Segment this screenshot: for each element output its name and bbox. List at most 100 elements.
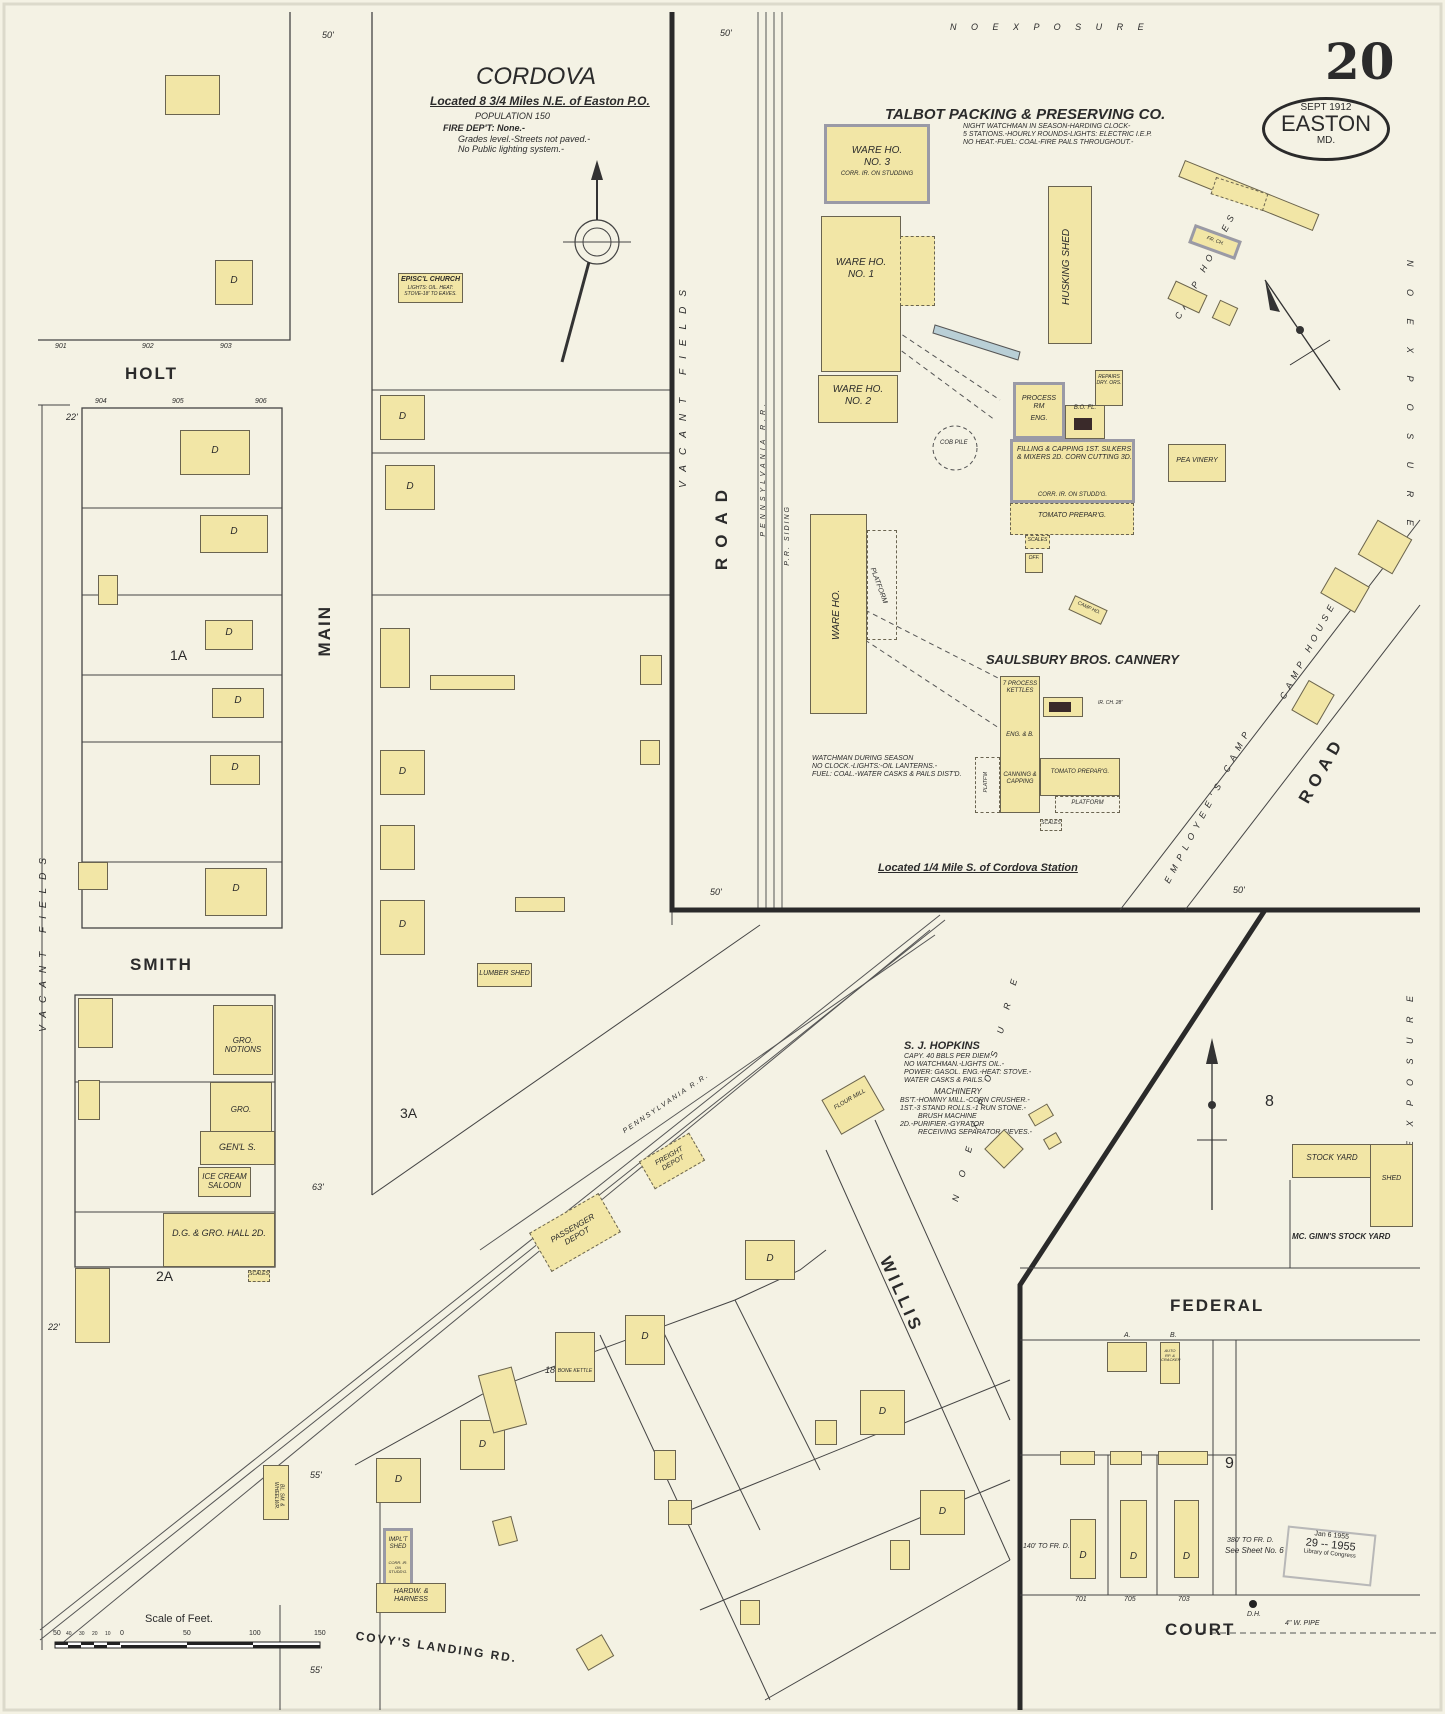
dwelling-705: D [1120,1500,1147,1578]
north-arrow-upper [1264,279,1341,391]
dwelling-1510: D [210,755,260,785]
mcginns-stock-yard: MC. GINN'S STOCK YARD [1292,1232,1391,1241]
scale-tick-10: 10 [105,1631,111,1637]
shed-1503 [78,1080,100,1120]
vacant-fields-mid: VACANT FIELDS [678,280,689,488]
sheet-state: MD. [1316,135,1336,146]
compass-rose [560,160,631,363]
cordova-fire-dept: FIRE DEP'T: None.- [443,123,525,133]
sheet-date: SEPT 1912 [1300,102,1352,113]
filling-capping-building: FILLING & CAPPING 1ST. SILKERS & MIXERS … [1010,439,1135,503]
scale-tick-0: 0 [120,1630,124,1637]
addr-901: 901 [55,343,67,350]
repairs-building: REPAIRS DRY. ORS. [1095,370,1123,406]
shed-south-2 [654,1450,676,1480]
shed-1509 [78,862,108,890]
hopkins-first: 1ST.-3 STAND ROLLS.-1 RUN STONE.- [900,1105,1026,1112]
block-8: 8 [1265,1093,1274,1110]
hopkins-second: 2D.-PURIFIER.-GYRATOR [900,1121,985,1128]
shed-south-7 [740,1600,760,1625]
dwelling-209: D [920,1490,965,1535]
pea-vinery: PEA VINERY [1168,444,1226,482]
tomato-preparing-talbot: TOMATO PREPAR'G. [1010,503,1134,535]
vacant-fields-left: VACANT FIELDS [38,850,49,1032]
north-arrow-lower [1197,1038,1227,1210]
dwelling-113: D [745,1240,795,1280]
hopkins-watch: NO WATCHMAN.-LIGHTS OIL.- [904,1061,1005,1068]
no-exposure-right-upper: N O E X P O S U R E [1405,260,1415,536]
dwelling-1513: D [200,515,268,553]
saulsbury-note-3: FUEL: COAL.-WATER CASKS & PAILS DIST'D. [812,771,962,778]
stock-yard: STOCK YARD [1292,1144,1372,1178]
fr-d-right: 380' TO FR. D. [1227,1537,1274,1544]
dg-gro-hall: D.G. & GRO. HALL 2D. [163,1213,275,1267]
saulsbury-chimney: IR. CH. 28' [1098,700,1123,706]
scale-tick-50-left: 50 [53,1630,61,1637]
dwelling-1531: D [385,465,435,510]
dwelling-1508: D [205,868,267,916]
shed-1506 [78,998,113,1048]
boiler-room: B.O. FL. [1065,405,1105,439]
town-oval: SEPT 1912 EASTON MD. [1262,97,1390,161]
dwelling-1512: D [205,620,253,650]
stock-yard-shed: SHED [1370,1144,1413,1227]
block-9: 9 [1225,1455,1234,1472]
ice-cream-saloon: ICE CREAM SALOON [198,1167,251,1197]
warehouse-no-2: WARE HO. NO. 2 [818,375,898,423]
talbot-note-3: NO HEAT.-FUEL: COAL-FIRE PAILS THROUGHOU… [963,139,1134,146]
width-50-b: 50' [720,28,732,38]
width-50-a: 50' [322,30,334,40]
street-federal: FEDERAL [1170,1296,1265,1315]
saulsbury-platform: PLATFORM [1055,796,1120,813]
talbot-scales: SCALES [1025,535,1050,549]
saulsbury-note-1: WATCHMAN DURING SEASON [812,755,914,762]
dwelling-1527: D [380,750,425,795]
shed-1513 [98,575,118,605]
warehouse-no-1-annex [900,236,935,306]
label-a: A. [1124,1332,1131,1339]
see-sheet: See Sheet No. 6 [1225,1546,1284,1555]
dwelling-103: D [376,1458,421,1503]
shed-main-1 [430,675,515,690]
sheet-number: 20 [1325,32,1395,91]
width-55-b: 55' [310,1665,322,1675]
scale-bar [54,1641,321,1649]
width-22-a: 22' [66,412,78,422]
cordova-population: POPULATION 150 [475,111,550,121]
talbot-name: TALBOT PACKING & PRESERVING CO. [885,106,1166,123]
hopkins-bst: BS'T.-HOMINY MILL.-CORN CRUSHER.- [900,1097,1030,1104]
dwelling-109: D [625,1315,665,1365]
lumber-shed: LUMBER SHED [477,963,532,987]
store-gro: GRO. [210,1082,272,1137]
scale-title: Scale of Feet. [145,1613,213,1625]
width-18: 18' [545,1365,557,1375]
street-court: COURT [1165,1620,1236,1639]
addr-705: 705 [1124,1596,1136,1603]
saulsbury-tomato-preparing: TOMATO PREPAR'G. [1040,758,1120,796]
talbot-note-2: 5 STATIONS.-HOURLY ROUNDS-LIGHTS: ELECTR… [963,131,1153,138]
street-main: MAIN [315,605,334,657]
hopkins-capy: CAPY. 40 BBLS PER DIEM. [904,1053,992,1060]
cordova-notes-1: Grades level.-Streets not paved.- [458,134,591,144]
talbot-note-1: NIGHT WATCHMAN IN SEASON-HARDING CLOCK- [963,123,1131,130]
hopkins-water: WATER CASKS & PAILS.- [904,1077,987,1084]
dwelling-1532: D [380,395,425,440]
federal-building-a [1107,1342,1147,1372]
dwelling-1511: D [212,688,264,718]
dog-house-label: D.H. [1247,1611,1261,1618]
shed-court-3 [1158,1451,1208,1465]
street-smith: SMITH [130,955,193,974]
saulsbury-boiler-house [1043,697,1083,717]
scale-tick-100: 100 [249,1630,261,1637]
blacksmith-shop: BL. SM. & WHEELWR. [263,1465,289,1520]
fr-d-left: 140' TO FR. D. [1023,1543,1070,1550]
scales-2a: SCALES [248,1270,270,1282]
addr-905: 905 [172,398,184,405]
store-genl: GEN'L S. [200,1131,275,1165]
street-holt: HOLT [125,364,179,383]
shed-court-2 [1110,1451,1142,1465]
